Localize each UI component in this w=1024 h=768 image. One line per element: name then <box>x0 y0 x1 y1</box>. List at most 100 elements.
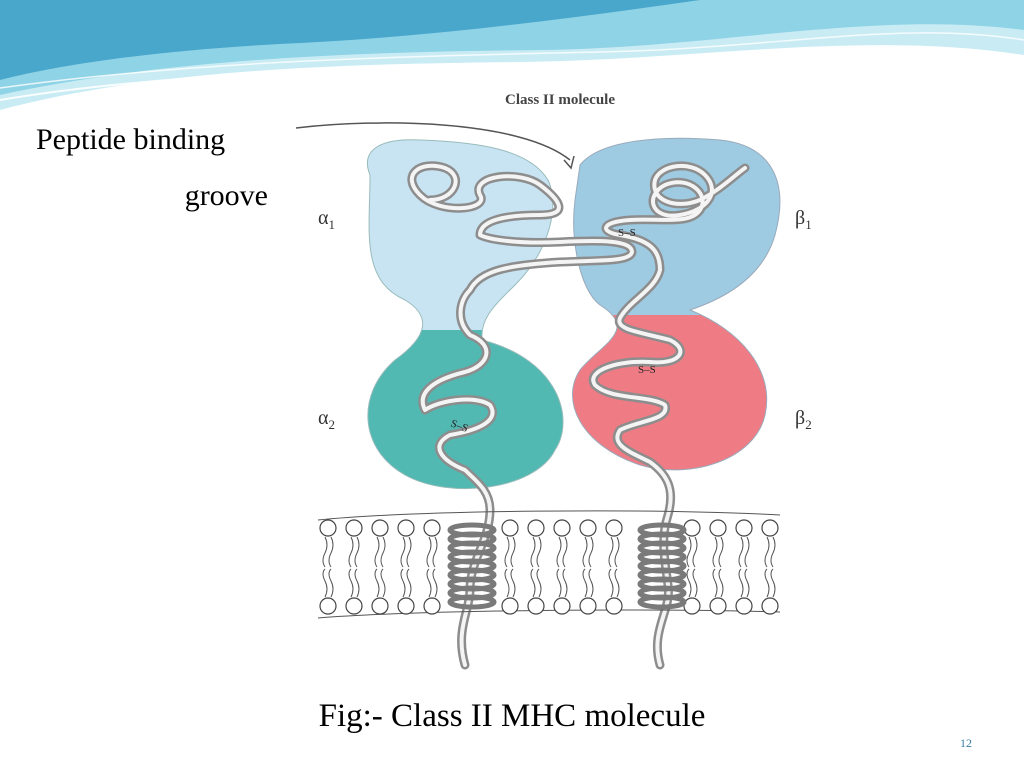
lipid-tail <box>738 536 744 568</box>
lipid-head <box>501 597 519 615</box>
lipid-head <box>319 597 337 615</box>
beta1-label: β1 <box>795 207 812 232</box>
lipid-head <box>735 597 753 615</box>
lipid-tail <box>764 568 770 598</box>
slide-number: 12 <box>960 736 972 750</box>
lipid-tail <box>744 536 750 568</box>
lipid-tail <box>770 568 776 598</box>
helix-turn <box>637 594 687 610</box>
peptide-binding-groove-label: Peptide binding groove <box>36 112 268 224</box>
beta2-label: β2 <box>795 407 812 432</box>
header-swoosh <box>0 0 1024 110</box>
beta-chain-blob <box>572 138 780 470</box>
lipid-tail <box>426 536 432 568</box>
figure-caption: Fig:- Class II MHC molecule <box>318 698 706 734</box>
lipid-head <box>423 519 441 537</box>
lipid-tail <box>556 568 562 598</box>
alpha1-label: α1 <box>318 207 335 232</box>
lipid-head <box>709 597 727 615</box>
lipid-head <box>397 597 415 615</box>
lipid-bilayer-icon <box>317 510 781 619</box>
lipid-head <box>371 597 389 615</box>
lipid-tail <box>374 536 380 568</box>
lipid-tail <box>536 568 542 598</box>
lipid-tail <box>354 568 360 598</box>
lipid-tail <box>686 536 692 568</box>
lipid-tail <box>608 568 614 598</box>
lipid-tail <box>744 568 750 598</box>
lipid-tail <box>712 536 718 568</box>
lipid-tail <box>400 536 406 568</box>
lipid-head <box>371 519 389 537</box>
lipid-tail <box>432 536 438 568</box>
lipid-tail <box>348 536 354 568</box>
lipid-tail <box>582 536 588 568</box>
lipid-tail <box>374 568 380 598</box>
alpha1-domain <box>367 139 564 330</box>
disulfide-bond-beta2: S–S <box>638 364 656 376</box>
lipid-tail <box>406 536 412 568</box>
lipid-head <box>345 597 363 615</box>
lipid-tail <box>738 568 744 598</box>
peptide-label-line1: Peptide binding <box>36 123 226 156</box>
lipid-tail <box>608 536 614 568</box>
lipid-tail <box>562 568 568 598</box>
lipid-head <box>605 597 623 615</box>
lipid-tail <box>380 568 386 598</box>
peptide-label-line2: groove <box>184 179 268 212</box>
lipid-tail <box>588 536 594 568</box>
lipid-tail <box>536 536 542 568</box>
lipid-tail <box>322 568 328 598</box>
lipid-head <box>761 519 779 537</box>
lipid-tail <box>504 568 510 598</box>
lipid-tail <box>322 536 328 568</box>
lipid-head <box>553 597 571 615</box>
lipid-tail <box>328 536 334 568</box>
lipid-tail <box>562 536 568 568</box>
lipid-tail <box>692 568 698 598</box>
lipid-head <box>579 519 597 537</box>
lipid-head <box>397 519 415 537</box>
lipid-tail <box>614 536 620 568</box>
disulfide-bond-beta1: S–S <box>618 227 636 239</box>
lipid-tail <box>582 568 588 598</box>
lipid-head <box>423 597 441 615</box>
lipid-tail <box>432 568 438 598</box>
alpha-transmembrane-helix <box>447 522 497 610</box>
lipid-tail <box>348 568 354 598</box>
lipid-tail <box>692 536 698 568</box>
lipid-tail <box>510 536 516 568</box>
lipid-tail <box>712 568 718 598</box>
lipid-tail <box>686 568 692 598</box>
lipid-tail <box>556 536 562 568</box>
alpha2-label: α2 <box>318 407 335 432</box>
lipid-tail <box>510 568 516 598</box>
lipid-head <box>605 519 623 537</box>
figure-title: Class II molecule <box>505 92 615 108</box>
lipid-tail <box>400 568 406 598</box>
lipid-tail <box>426 568 432 598</box>
polypeptide-chains <box>407 161 750 670</box>
lipid-tail <box>328 568 334 598</box>
lipid-head <box>553 519 571 537</box>
lipid-head <box>735 519 753 537</box>
lipid-tail <box>530 568 536 598</box>
lipid-tail <box>354 536 360 568</box>
beta-transmembrane-helix <box>637 522 687 610</box>
lipid-tail <box>718 536 724 568</box>
lipid-head <box>527 597 545 615</box>
lipid-tail <box>770 536 776 568</box>
lipid-head <box>683 597 701 615</box>
lipid-head <box>683 519 701 537</box>
lipid-tail <box>530 536 536 568</box>
curved-arrow-icon <box>295 122 571 161</box>
lipid-head <box>761 597 779 615</box>
lipid-tail <box>406 568 412 598</box>
lipid-tail <box>614 568 620 598</box>
lipid-head <box>527 519 545 537</box>
helix-turn <box>447 594 497 610</box>
lipid-tail <box>380 536 386 568</box>
lipid-head <box>579 597 597 615</box>
lipid-head <box>319 519 337 537</box>
